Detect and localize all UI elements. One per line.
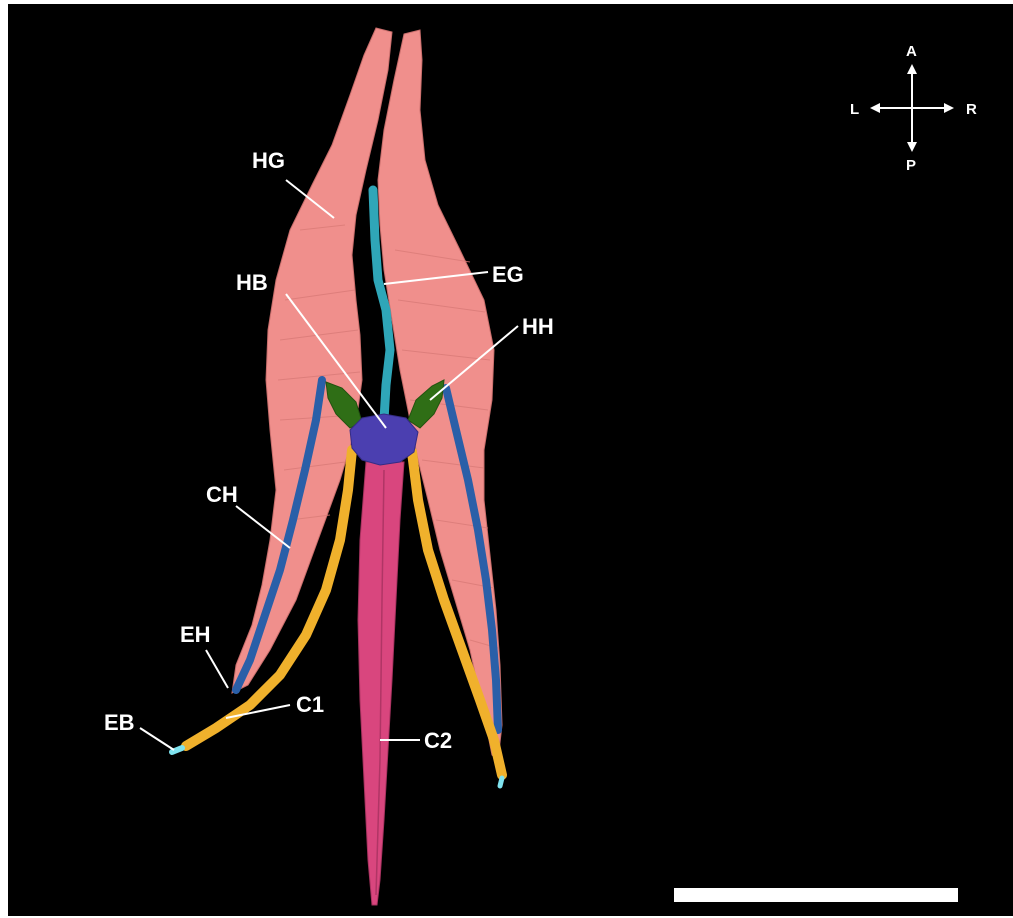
compass-anterior: A <box>906 43 917 60</box>
label-c2: C2 <box>424 728 452 753</box>
label-ch: CH <box>206 482 238 507</box>
eb-right-tip <box>500 778 502 786</box>
image-background <box>8 4 1013 916</box>
label-eh: EH <box>180 622 211 647</box>
compass-posterior: P <box>906 157 916 174</box>
label-hh: HH <box>522 314 554 339</box>
label-hg: HG <box>252 148 285 173</box>
compass-right: R <box>966 101 977 118</box>
scale-bar <box>674 888 958 902</box>
label-eb: EB <box>104 710 135 735</box>
label-c1: C1 <box>296 692 324 717</box>
label-eg: EG <box>492 262 524 287</box>
compass-left: L <box>850 101 859 118</box>
label-hb: HB <box>236 270 268 295</box>
